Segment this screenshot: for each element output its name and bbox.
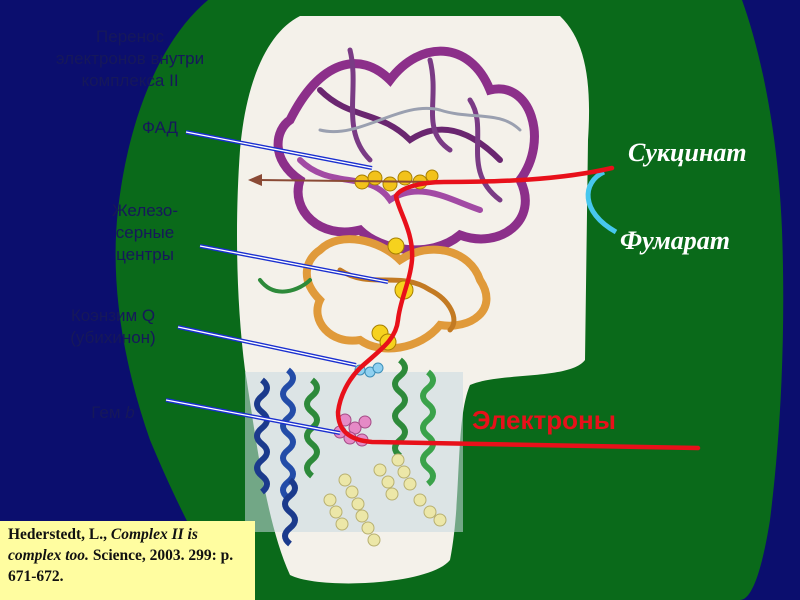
heme-b-prefix: Гем bbox=[91, 403, 125, 422]
heme-b-letter: b bbox=[125, 403, 134, 422]
reference-box: Hederstedt, L., Complex II is complex to… bbox=[0, 521, 255, 600]
fumarate-label: Фумарат bbox=[620, 226, 730, 256]
succinate-label: Сукцинат bbox=[628, 138, 747, 168]
coenzyme-q-label: Коэнзим Q (убихинон) bbox=[48, 305, 178, 349]
reference-author: Hederstedt, L., bbox=[8, 526, 111, 543]
fad-label: ФАД bbox=[115, 117, 205, 139]
heme-b-label: Гем b bbox=[68, 380, 158, 424]
electrons-label: Электроны bbox=[472, 405, 616, 436]
diagram-title: Перенос электронов внутри комплекса II bbox=[10, 26, 250, 92]
iron-sulfur-label: Железо- серные центры bbox=[90, 200, 200, 266]
